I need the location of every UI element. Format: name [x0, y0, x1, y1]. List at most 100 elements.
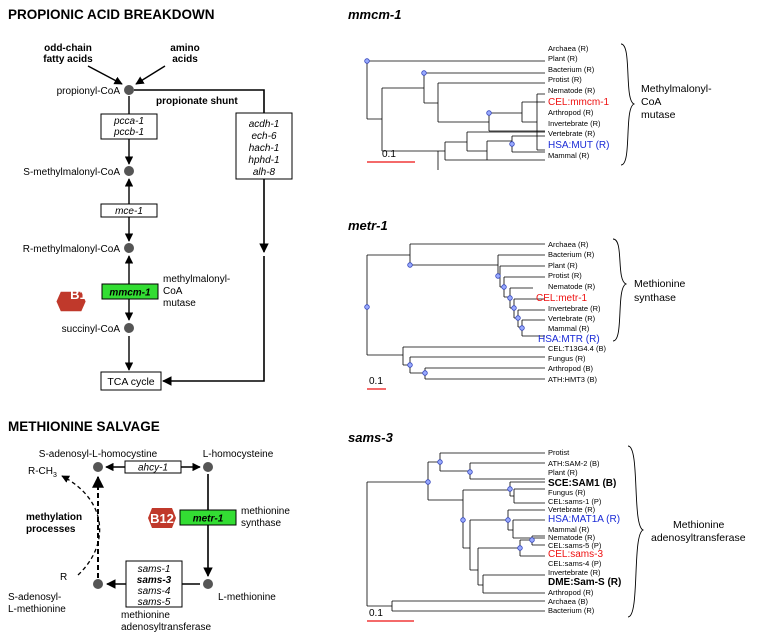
tree-sams: sams-3 Protist ATH:SAM-2 (B) Plant (R) S…	[348, 430, 746, 622]
amino-acids-label-1: amino	[170, 43, 199, 54]
scale-label: 0.1	[369, 608, 383, 619]
propionic-title: PROPIONIC ACID BREAKDOWN	[8, 7, 215, 22]
bracket	[612, 238, 628, 342]
propionic-pathway: PROPIONIC ACID BREAKDOWN odd-chain fatty…	[8, 7, 293, 391]
leaf-label-highlight: HSA:MAT1A (R)	[548, 514, 620, 525]
methylation-label-2: processes	[26, 524, 76, 535]
bracket-label-1: Methylmalonyl-	[641, 83, 712, 95]
pcc-genes-box	[100, 113, 158, 140]
lmet-label: L-methionine	[218, 592, 276, 603]
mmcm-box	[101, 283, 159, 300]
leaf-label: Vertebrate (R)	[548, 314, 596, 323]
rch3-label: R-CH3	[28, 466, 57, 479]
sah-node	[93, 462, 103, 472]
hcy-node	[203, 462, 213, 472]
methylation-label-1: methylation	[26, 512, 82, 523]
bracket-label-2: adenosyltransferase	[651, 532, 746, 544]
leaf-label-highlight: CEL:metr-1	[536, 293, 588, 304]
s-methylmalonyl-label: S-methylmalonyl-CoA	[23, 167, 120, 178]
succinyl-node	[124, 323, 134, 333]
leaf-label: Bacterium (R)	[548, 250, 595, 259]
pcc-gene-pccb: pccb-1	[113, 127, 144, 138]
b12-label-mmcm: B12	[70, 287, 94, 302]
scale-label: 0.1	[382, 149, 396, 160]
b12-hexagon-metr	[148, 508, 176, 528]
sams-gene-3: sams-3	[137, 575, 172, 586]
methionine-title: METHIONINE SALVAGE	[8, 419, 160, 434]
leaf-label: Bacterium (R)	[548, 65, 595, 74]
leaf-label: Nematode (R)	[548, 533, 596, 542]
bracket-label-2: CoA	[641, 96, 661, 108]
tree-sams-leaves: Protist ATH:SAM-2 (B) Plant (R) SCE:SAM1…	[548, 448, 621, 615]
tca-box	[100, 371, 162, 391]
shunt-gene-alh: alh-8	[253, 167, 276, 178]
methionine-pathway: METHIONINE SALVAGE S-adenosyl-L-homocyst…	[8, 419, 290, 633]
hcy-label: L-homocysteine	[203, 449, 274, 460]
leaf-label: Plant (R)	[548, 54, 578, 63]
leaf-label: CEL:sams-5 (P)	[548, 541, 602, 550]
metr-gene: metr-1	[193, 514, 224, 525]
ahcy-box	[124, 460, 182, 474]
leaf-label: Vertebrate (R)	[548, 129, 596, 138]
leaf-label: CEL:T13G4.4 (B)	[548, 344, 606, 353]
leaf-label-highlight: HSA:MTR (R)	[538, 334, 600, 345]
bracket-label-1: Methionine	[634, 278, 686, 290]
leaf-label: ATH:HMT3 (B)	[548, 375, 598, 384]
leaf-label: Protist	[548, 448, 570, 457]
leaf-label-highlight: CEL:mmcm-1	[548, 97, 610, 108]
tree-sams-nodes	[425, 459, 535, 551]
leaf-label: Plant (R)	[548, 468, 578, 477]
pcc-gene-pcca: pcca-1	[113, 116, 144, 127]
leaf-label: Mammal (R)	[548, 525, 590, 534]
leaf-label: Bacterium (R)	[548, 606, 595, 615]
leaf-label-highlight: SCE:SAM1 (B)	[548, 478, 616, 489]
shunt-gene-hach: hach-1	[249, 143, 280, 154]
s-methylmalonyl-node	[124, 166, 134, 176]
lmet-node	[203, 579, 213, 589]
leaf-label: Vertebrate (R)	[548, 505, 596, 514]
leaf-label: Mammal (R)	[548, 151, 590, 160]
r-methylmalonyl-node	[124, 243, 134, 253]
sams-genes-box	[125, 560, 183, 608]
leaf-label: ATH:SAM-2 (B)	[548, 459, 600, 468]
leaf-label: Arthropod (B)	[548, 364, 594, 373]
shunt-gene-acdh: acdh-1	[249, 119, 280, 130]
leaf-label: Fungus (R)	[548, 488, 586, 497]
leaf-label: Invertebrate (R)	[548, 568, 601, 577]
odd-chain-label-2: fatty acids	[43, 54, 93, 65]
leaf-label: Nematode (R)	[548, 86, 596, 95]
r-methylmalonyl-label: R-methylmalonyl-CoA	[23, 244, 121, 255]
synthase-label-1: methionine	[241, 506, 290, 517]
sams-gene-4: sams-4	[138, 586, 171, 597]
shunt-label: propionate shunt	[156, 96, 238, 107]
amino-acids-arrow	[135, 65, 166, 85]
succinyl-label: succinyl-CoA	[62, 324, 121, 335]
tree-mmcm-nodes	[364, 58, 515, 147]
leaf-label: CEL:sams-1 (P)	[548, 497, 602, 506]
propionyl-node	[124, 85, 134, 95]
bracket-label-2: synthase	[634, 292, 676, 304]
tree-mmcm-branches	[366, 60, 545, 170]
methylation-arrow	[61, 475, 101, 576]
tree-metr-branches	[366, 243, 545, 380]
metr-box	[179, 509, 237, 526]
ahcy-gene: ahcy-1	[138, 463, 168, 474]
sam-label-2: L-methionine	[8, 604, 66, 615]
bracket	[620, 43, 636, 166]
shunt-gene-ech: ech-6	[251, 131, 276, 142]
adenosyl-label-2: adenosyltransferase	[121, 622, 211, 633]
leaf-label: Fungus (R)	[548, 354, 586, 363]
shunt-gene-hphd: hphd-1	[248, 155, 279, 166]
tree-metr-nodes	[364, 262, 525, 376]
leaf-label: Nematode (R)	[548, 282, 596, 291]
tree-metr: metr-1 Archaea (R) Bacterium (R) Plant (…	[348, 218, 686, 390]
mce-gene: mce-1	[115, 206, 143, 217]
tree-metr-leaves: Archaea (R) Bacterium (R) Plant (R) Prot…	[536, 240, 606, 384]
leaf-label: Arthropod (R)	[548, 588, 594, 597]
b12-label-metr: B12	[150, 511, 174, 526]
mce-box	[100, 203, 158, 218]
tree-metr-title: metr-1	[348, 218, 388, 233]
adenosyl-label-1: methionine	[121, 610, 170, 621]
propionyl-label: propionyl-CoA	[57, 86, 121, 97]
leaf-label: Archaea (B)	[548, 597, 589, 606]
